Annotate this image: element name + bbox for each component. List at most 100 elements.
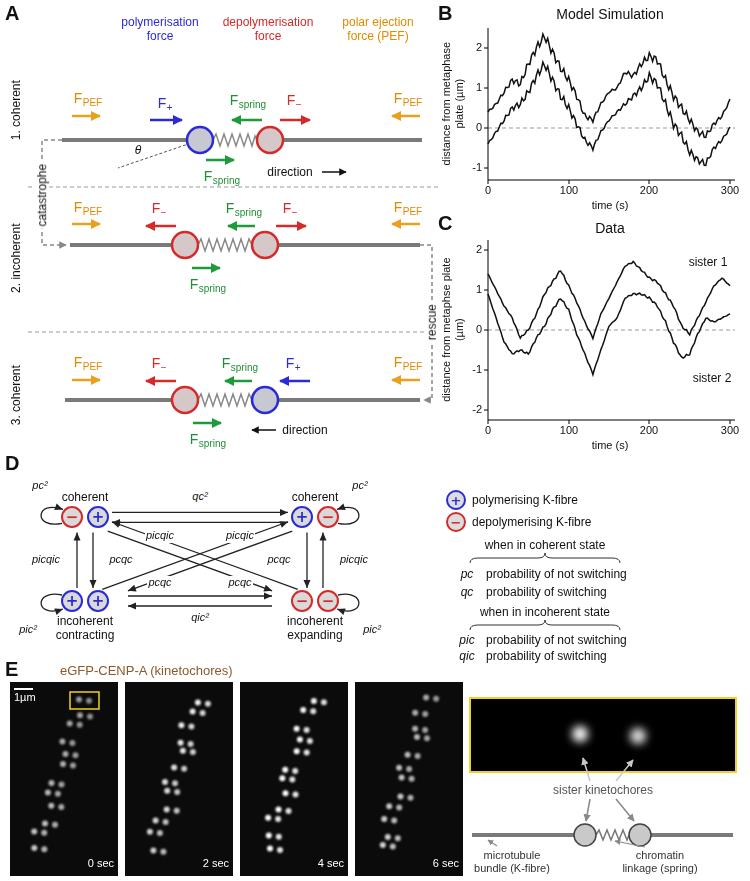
plot-axes [488,330,735,331]
time-stamp: 0 sec [88,857,114,870]
plot-axes [488,28,489,180]
kinetochore-spot [391,817,397,823]
transition-arrow [90,532,97,588]
force-symbol: spring [231,362,258,374]
force-symbol: F [74,199,83,216]
force-symbol: − [292,207,298,219]
force-heading: polymerisation force [113,16,208,44]
model-schematic [72,115,100,118]
transition-probability: pcqc [108,553,133,566]
transition-probability: pcqc [147,576,172,589]
kinetochore-schematic [640,833,733,837]
kinetochore-spot [195,699,201,705]
force-symbol: spring [239,99,266,111]
kinetochore-spot [76,697,82,703]
axis-label: distance from metaphase plate (µm) [440,29,465,179]
image-title: eGFP-CENP-A (kinetochores) [60,663,233,679]
tick-label: 100 [560,424,578,437]
panel-title: Data [595,220,625,237]
model-schematic [187,127,213,153]
kfibre-state-circle: + [87,506,109,528]
model-schematic [28,332,440,333]
trace-label: sister 2 [693,371,732,385]
kinetochore-spot [172,780,178,786]
model-schematic [322,171,346,173]
model-schematic [276,225,306,228]
arrow-head [280,509,288,516]
angle-label: θ [135,143,142,157]
kinetochore-spot [59,739,65,745]
kinetochore-spot [277,847,283,853]
transition-probability: picqic [145,529,175,542]
connector-line [128,595,272,596]
transition-probability: qic² [190,611,210,624]
kinetochore-spot [41,846,47,852]
model-schematic [252,429,276,431]
force-heading: depolymerisation force [218,16,318,44]
kinetochore-spot [164,806,170,812]
kinetochore-spot [157,830,163,836]
kinetochore-spot [171,765,177,771]
kfibre-state-circle: + [87,590,109,612]
force-symbol: F [230,92,239,109]
connector-line [112,522,298,590]
kinetochore-spot [70,762,76,768]
plot-axes [484,48,730,184]
legend-swatch [447,491,465,531]
model-schematic [270,138,422,142]
tick-label: 1 [476,283,482,296]
kinetochore-spot [174,808,180,814]
kinetochore-spot [31,694,439,854]
microscopy-image [10,682,736,876]
model-schematic [392,115,420,118]
kinetochore-spot [181,766,187,772]
kinetochore-schematic [616,799,634,821]
direction-label: direction [282,423,327,437]
kinetochore-spot [283,790,289,796]
panel-letter: B [438,1,452,25]
kinetochore-spot [190,709,196,715]
kinetochore-spot [385,834,391,840]
microscopy-image [572,726,588,742]
sign-symbol: − [319,592,337,610]
microscopy-image [355,682,463,876]
axis-label: distance from metaphse plate (µm) [440,255,465,405]
kinetochore-spot [164,788,170,794]
kinetochore-spot [395,835,401,841]
kinetochore-spot [67,720,73,726]
kinetochore-spot [412,710,418,716]
tick-label: 0 [476,323,482,336]
model-schematic [72,379,100,382]
model-schematic [252,232,278,258]
tick-label: 300 [721,184,739,197]
kfibre-state-circle: − [291,590,313,612]
model-schematic [28,187,440,188]
callout-label: chromatin linkage (spring) [619,849,701,874]
force-symbol: F [394,199,403,216]
row-label: 3. coherent [9,365,23,425]
kinetochore-spot [162,779,168,785]
panel-letter: C [438,211,452,235]
force-symbol: F [152,200,161,217]
tick-label: -2 [472,403,482,416]
connector-line [322,532,323,588]
panel-letter: D [5,451,19,475]
tick-label: 300 [721,424,739,437]
force-symbol: − [161,207,167,219]
sign-symbol: + [451,494,462,507]
plot-axes [484,250,730,424]
force-symbol: spring [199,283,226,295]
legend-note: probability of not switching [486,567,627,581]
model-schematic [232,119,262,122]
force-symbol: F [190,276,199,293]
transition-arrow [128,603,272,610]
kinetochore-schematic [488,840,497,846]
kinetochore-spot [405,752,411,758]
arrow-head [74,532,81,540]
panel-title: Model Simulation [556,6,663,23]
state-label: coherent [62,490,109,504]
model-schematic [65,398,185,402]
trace-label: sister 1 [689,255,728,269]
kinetochore-schematic [472,833,585,837]
